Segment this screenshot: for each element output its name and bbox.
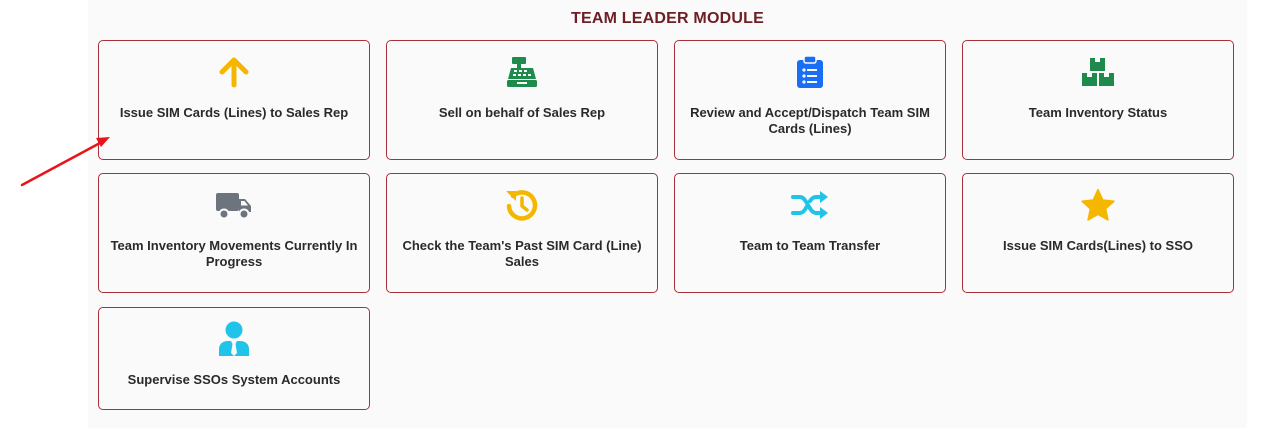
card-label: Team Inventory Status — [1028, 105, 1168, 120]
card-label: Issue SIM Cards (Lines) to Sales Rep — [119, 105, 349, 120]
page-title: TEAM LEADER MODULE — [571, 10, 764, 27]
card-supervise-sso-accounts[interactable]: Supervise SSOs System Accounts — [98, 307, 370, 410]
card-review-accept-dispatch[interactable]: Review and Accept/Dispatch Team SIM Card… — [674, 40, 946, 160]
card-team-inventory-status[interactable]: Team Inventory Status — [962, 40, 1234, 160]
card-sell-on-behalf[interactable]: Sell on behalf of Sales Rep — [386, 40, 658, 160]
card-issue-sim-to-sso[interactable]: Issue SIM Cards(Lines) to SSO — [962, 173, 1234, 293]
card-label: Sell on behalf of Sales Rep — [438, 105, 606, 120]
user-tie-icon — [99, 321, 369, 357]
card-team-to-team-transfer[interactable]: Team to Team Transfer — [674, 173, 946, 293]
card-label: Supervise SSOs System Accounts — [127, 372, 341, 387]
card-label: Team Inventory Movements Currently In Pr… — [110, 238, 358, 269]
shuffle-icon — [675, 187, 945, 223]
card-past-sales[interactable]: Check the Team's Past SIM Card (Line) Sa… — [386, 173, 658, 293]
card-label: Check the Team's Past SIM Card (Line) Sa… — [402, 238, 642, 269]
boxes-icon — [963, 54, 1233, 90]
card-label: Review and Accept/Dispatch Team SIM Card… — [690, 105, 930, 136]
card-label: Issue SIM Cards(Lines) to SSO — [1003, 238, 1193, 253]
card-issue-sim-to-sales-rep[interactable]: Issue SIM Cards (Lines) to Sales Rep — [98, 40, 370, 160]
history-icon — [387, 187, 657, 223]
truck-icon — [99, 187, 369, 223]
card-inventory-movements[interactable]: Team Inventory Movements Currently In Pr… — [98, 173, 370, 293]
red-arrow-icon — [20, 137, 110, 187]
star-icon — [963, 187, 1233, 223]
arrow-up-icon — [99, 54, 369, 90]
card-label: Team to Team Transfer — [739, 238, 881, 253]
clipboard-list-icon — [675, 54, 945, 90]
cash-register-icon — [387, 54, 657, 90]
